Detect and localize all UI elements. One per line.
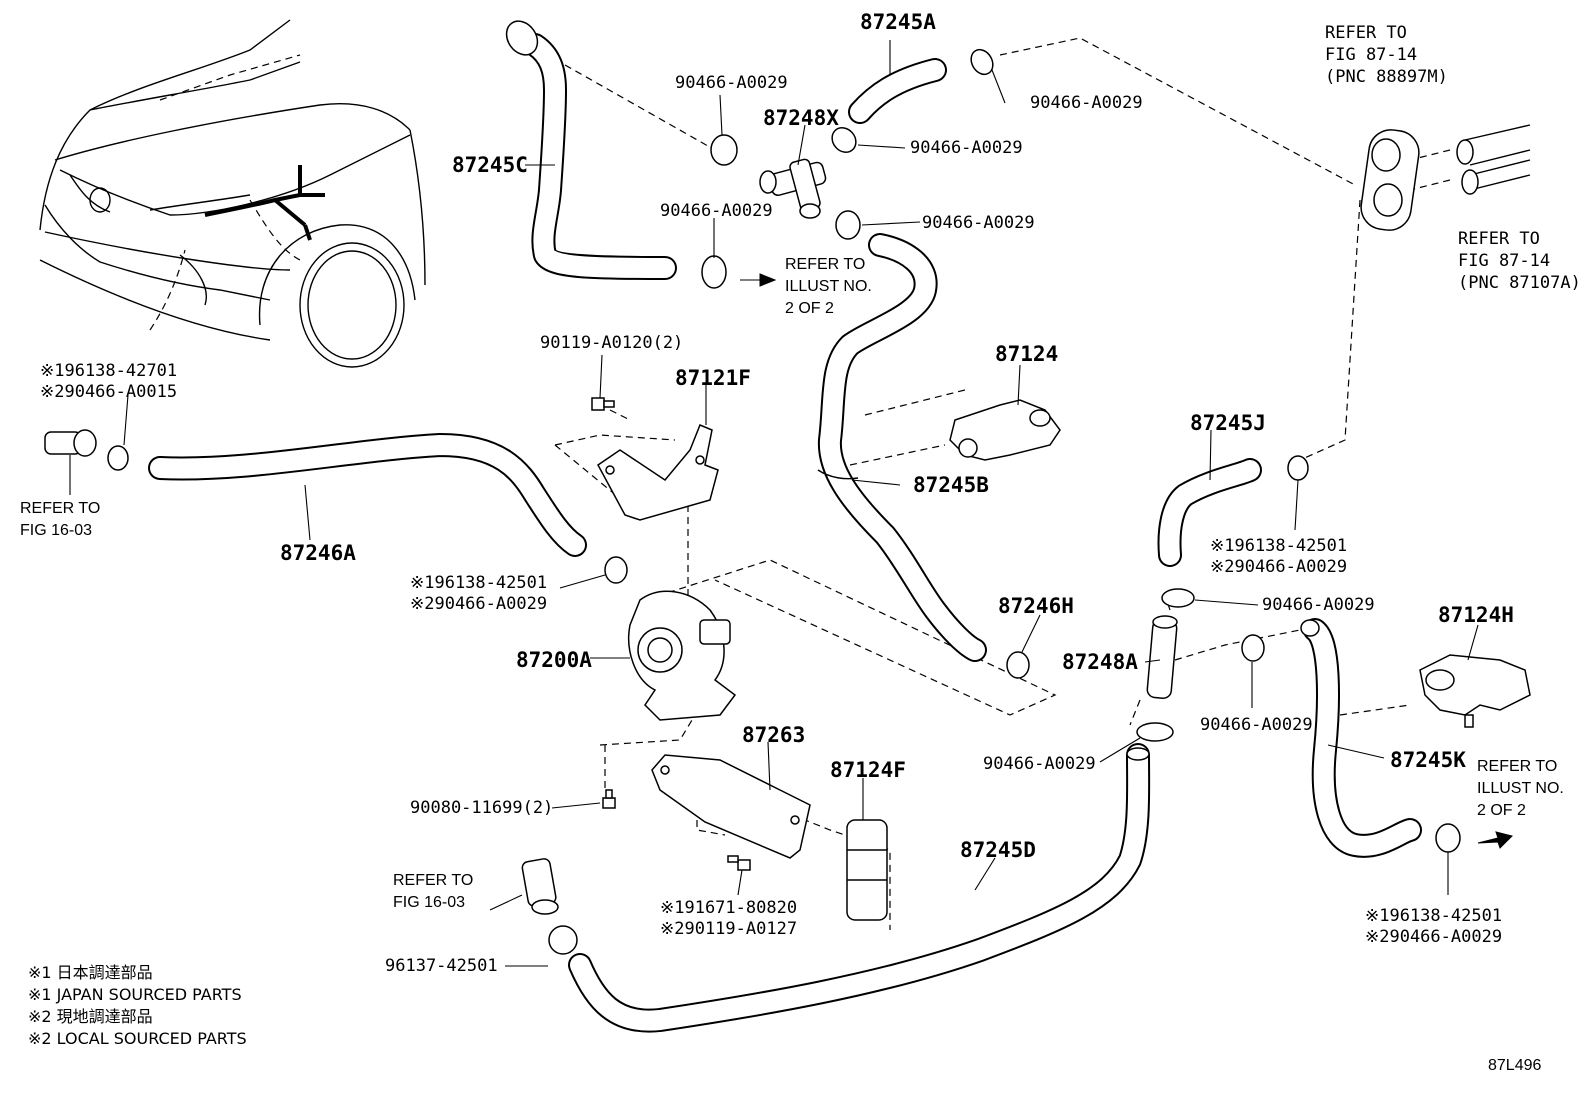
label-clamp-c: 90466-A0029 (910, 138, 1023, 158)
bolt-90119 (591, 397, 615, 411)
fitting-bottom (521, 858, 559, 915)
label-k-alt-1: ※196138-42501 (1365, 906, 1503, 926)
label-87245c: 87245C (452, 153, 528, 177)
hose-87245k (1300, 618, 1422, 858)
bolts-lower (602, 789, 751, 871)
note-local-en: ※2 LOCAL SOURCED PARTS (28, 1029, 247, 1048)
hose-87245d (568, 743, 1151, 1033)
label-bolt-90119: 90119-A0120(2) (540, 333, 684, 353)
label-f-alt-2: ※290119-A0127 (660, 919, 798, 939)
grommet-top-right (1360, 124, 1531, 231)
label-87246h: 87246H (998, 594, 1074, 618)
label-87124h: 87124H (1438, 603, 1514, 627)
label-left-alt-2: ※290466-A0015 (40, 382, 178, 402)
label-87245d: 87245D (960, 838, 1036, 862)
label-87248a: 87248A (1062, 650, 1138, 674)
label-87124: 87124 (995, 342, 1059, 366)
hose-87245b (817, 233, 987, 662)
label-bolt-90080: 90080-11699(2) (410, 798, 554, 818)
dashed-leader-lines (554, 37, 1451, 930)
label-87121f: 87121F (675, 366, 751, 390)
hose-87245a (848, 58, 947, 124)
ref-fig-top-right: REFER TO FIG 87-14 (PNC 88897M) (1325, 23, 1448, 87)
ref-illust-top: REFER TO ILLUST NO. 2 OF 2 (785, 256, 872, 317)
refer-arrows (740, 273, 1513, 849)
hose-87245c (505, 20, 677, 280)
label-87245j: 87245J (1190, 411, 1266, 435)
label-mid-alt-2: ※290466-A0029 (410, 594, 548, 614)
label-clamp-96137: 96137-42501 (385, 956, 498, 976)
bracket-87263 (651, 754, 811, 859)
ref-fig-right: REFER TO FIG 87-14 (PNC 87107A) (1458, 229, 1581, 293)
label-clamp-g: 90466-A0029 (1200, 715, 1313, 735)
label-clamp-h: 90466-A0029 (983, 754, 1096, 774)
diagram-code: 87L496 (1488, 1057, 1542, 1074)
ref-fig-left: REFER TO FIG 16-03 (20, 500, 101, 539)
label-j-alt-2: ※290466-A0029 (1210, 557, 1348, 577)
label-clamp-d: 90466-A0029 (660, 201, 773, 221)
label-clamp-a: 90466-A0029 (675, 73, 788, 93)
hose-87246a (148, 433, 587, 557)
sensor-87124h (1419, 654, 1531, 728)
label-87263: 87263 (742, 723, 806, 747)
note-japan-en: ※1 JAPAN SOURCED PARTS (28, 985, 242, 1004)
clamps (107, 48, 1461, 955)
label-leaders (69, 40, 1479, 967)
label-87245b: 87245B (913, 473, 989, 497)
label-k-alt-2: ※290466-A0029 (1365, 927, 1503, 947)
label-j-alt-1: ※196138-42501 (1210, 536, 1348, 556)
label-clamp-e: 90466-A0029 (922, 213, 1035, 233)
label-87124f: 87124F (830, 758, 906, 782)
bracket-87121f (597, 424, 719, 521)
label-87245k: 87245K (1390, 748, 1466, 772)
pump-87200a (628, 590, 737, 721)
ref-illust-right: REFER TO ILLUST NO. 2 OF 2 (1477, 758, 1564, 819)
joint-87248x (759, 158, 827, 219)
sensor-87124f (846, 819, 888, 921)
note-japan-jp: ※1 日本調達部品 (28, 963, 153, 982)
label-f-alt-1: ※191671-80820 (660, 898, 798, 918)
vehicle-sketch (39, 19, 426, 368)
fitting-left (44, 429, 97, 457)
label-87248x: 87248X (763, 106, 839, 130)
label-87245a: 87245A (860, 10, 936, 34)
label-left-alt-1: ※196138-42701 (40, 361, 178, 381)
label-mid-alt-1: ※196138-42501 (410, 573, 548, 593)
sensor-87124 (949, 399, 1061, 461)
label-87246a: 87246A (280, 541, 356, 565)
label-clamp-b: 90466-A0029 (1030, 93, 1143, 113)
label-clamp-f: 90466-A0029 (1262, 595, 1375, 615)
ref-fig-bottom: REFER TO FIG 16-03 (393, 872, 474, 911)
hose-87245j (1157, 458, 1262, 567)
note-local-jp: ※2 現地調達部品 (28, 1007, 153, 1026)
joint-87248a (1146, 615, 1178, 699)
label-87200a: 87200A (516, 648, 592, 672)
